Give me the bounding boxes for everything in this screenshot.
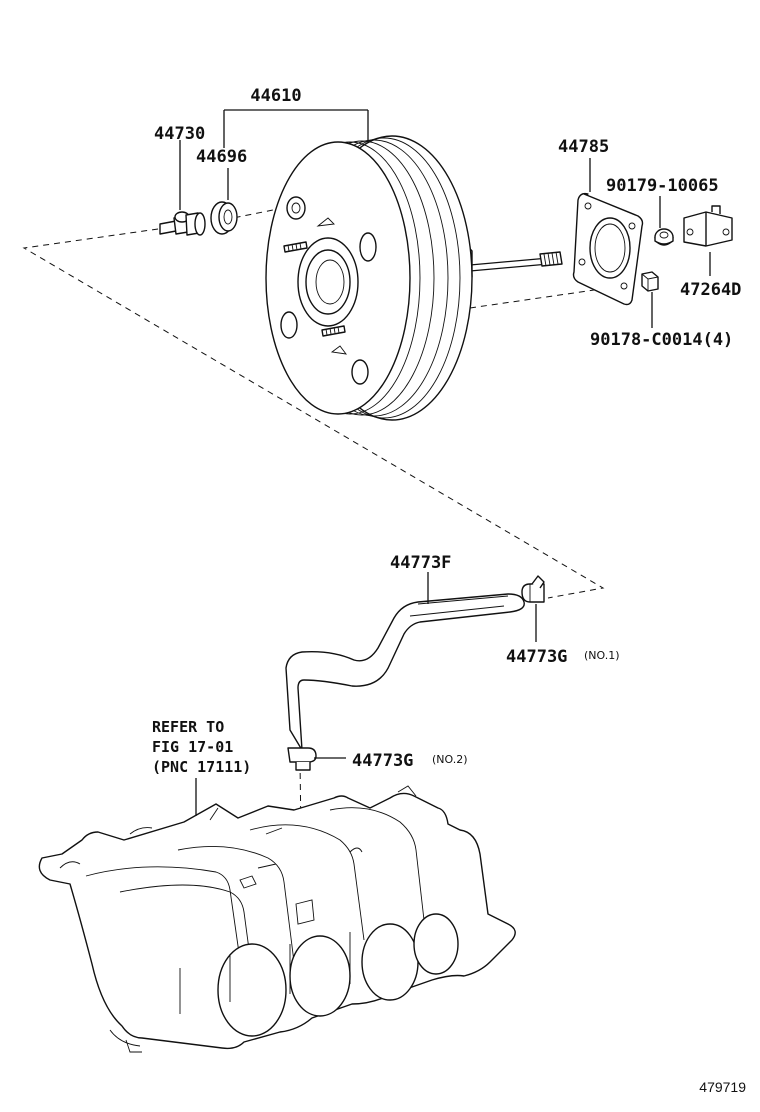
callout-44785: 44785 (558, 137, 609, 157)
brake-booster-assembly[interactable] (265, 135, 563, 421)
hose-clip-no2-part[interactable] (287, 747, 317, 771)
reference-note-line3: (PNC 17111) (152, 758, 251, 776)
leader-lines (179, 109, 711, 816)
callout-44730: 44730 (154, 124, 205, 144)
callout-47264d: 47264D (680, 280, 741, 300)
callout-44773g-no1-note: (NO.1) (584, 649, 620, 662)
hose-clip-no1-part[interactable] (521, 575, 545, 603)
clevis-part[interactable] (683, 205, 733, 247)
pin-part[interactable] (654, 228, 674, 246)
callout-44773g-no2: 44773G (352, 751, 413, 771)
check-valve-part[interactable] (159, 211, 206, 236)
reference-note-line2: FIG 17-01 (152, 738, 233, 756)
callout-44773g-no2-note: (NO.2) (432, 753, 468, 766)
grommet-part[interactable] (210, 201, 238, 235)
callout-44773g-no1: 44773G (506, 647, 567, 667)
diagram-id: 479719 (699, 1079, 746, 1095)
intake-manifold-part (38, 785, 516, 1053)
callout-44610: 44610 (250, 86, 301, 106)
callout-44696: 44696 (196, 147, 247, 167)
callout-44773f: 44773F (390, 553, 451, 573)
nut-part[interactable] (641, 271, 659, 292)
gasket-part[interactable] (572, 192, 644, 306)
callout-90179-10065: 90179-10065 (606, 176, 719, 196)
vacuum-hose-part[interactable] (285, 593, 525, 751)
reference-note-line1: REFER TO (152, 718, 224, 736)
callout-90178-c0014: 90178-C0014(4) (590, 330, 733, 350)
